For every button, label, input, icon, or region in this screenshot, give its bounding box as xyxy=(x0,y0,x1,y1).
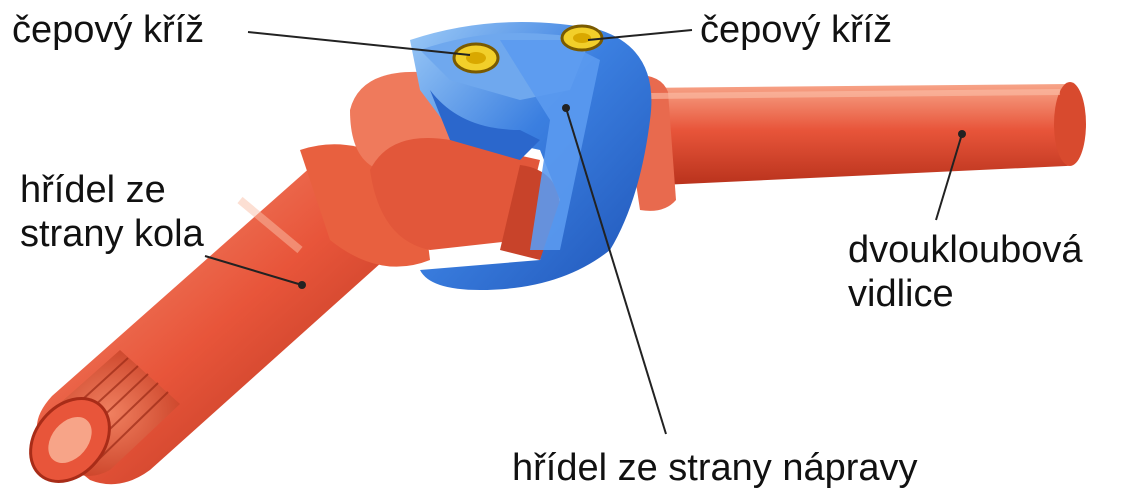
label-cross-right-text: čepový kříž xyxy=(700,9,892,51)
right-shaft xyxy=(620,75,1086,211)
label-cross-left-text: čepový kříž xyxy=(12,9,204,51)
label-cross-left: čepový kříž xyxy=(12,8,204,52)
label-cross-right: čepový kříž xyxy=(700,8,892,52)
right-shaft-body xyxy=(630,84,1082,186)
label-wheel-shaft: hřídel ze strany kola xyxy=(20,168,204,256)
label-double-fork-line1: dvoukloubová xyxy=(848,228,1083,272)
label-axle-shaft: hřídel ze strany nápravy xyxy=(512,446,918,490)
label-double-fork: dvoukloubová vidlice xyxy=(848,228,1083,316)
label-wheel-shaft-line2: strany kola xyxy=(20,212,204,256)
label-axle-shaft-text: hřídel ze strany nápravy xyxy=(512,447,918,489)
label-wheel-shaft-line1: hřídel ze xyxy=(20,168,204,212)
label-double-fork-line2: vidlice xyxy=(848,272,1083,316)
